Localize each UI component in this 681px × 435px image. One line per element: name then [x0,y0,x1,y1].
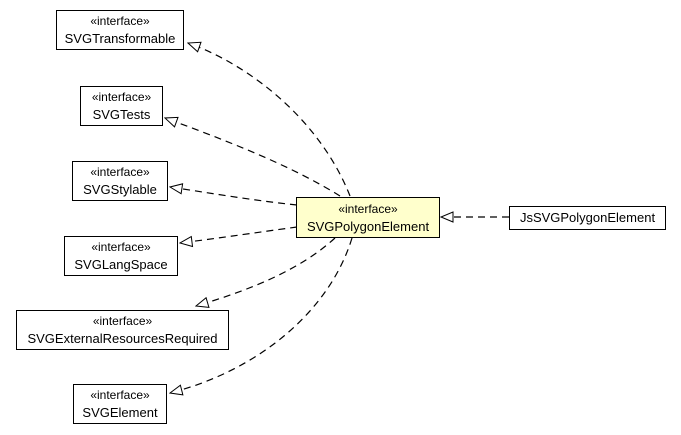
interface-node-svgstylable[interactable]: «interface» SVGStylable [72,161,168,201]
edge-to-svgstylable [170,187,298,206]
edge-to-svgelement [170,237,353,393]
stereotype-label: «interface» [90,165,150,179]
stereotype-label: «interface» [91,240,151,254]
interface-name: SVGTransformable [64,31,176,46]
interface-name: SVGExternalResourcesRequired [27,331,218,346]
edge-to-svglangspace [180,226,298,243]
interface-node-svgpolygonelement[interactable]: «interface» SVGPolygonElement [296,197,440,238]
class-node-jssvgpolygonelement[interactable]: JsSVGPolygonElement [509,206,666,230]
interface-name: SVGPolygonElement [306,218,430,234]
interface-node-svgtransformable[interactable]: «interface» SVGTransformable [56,10,184,50]
stereotype-label: «interface» [92,314,153,328]
edge-to-svgtransformable [188,43,351,197]
interface-name: SVGLangSpace [74,257,168,272]
interface-node-svgexternalresourcesrequired[interactable]: «interface» SVGExternalResourcesRequired [16,310,229,350]
stereotype-label: «interface» [91,90,152,104]
interface-name: SVGElement [82,405,158,420]
interface-name: SVGTests [92,107,151,122]
interface-name: SVGStylable [83,182,157,197]
stereotype-label: «interface» [90,14,150,28]
class-name: JsSVGPolygonElement [519,210,656,225]
edge-to-svgtests [165,118,341,197]
interface-node-svgelement[interactable]: «interface» SVGElement [73,384,167,424]
edge-to-svgexternalresourcesrequired [196,237,336,306]
stereotype-label: «interface» [90,388,150,402]
interface-node-svgtests[interactable]: «interface» SVGTests [80,86,163,126]
stereotype-label: «interface» [338,201,398,216]
interface-node-svglangspace[interactable]: «interface» SVGLangSpace [64,236,178,276]
